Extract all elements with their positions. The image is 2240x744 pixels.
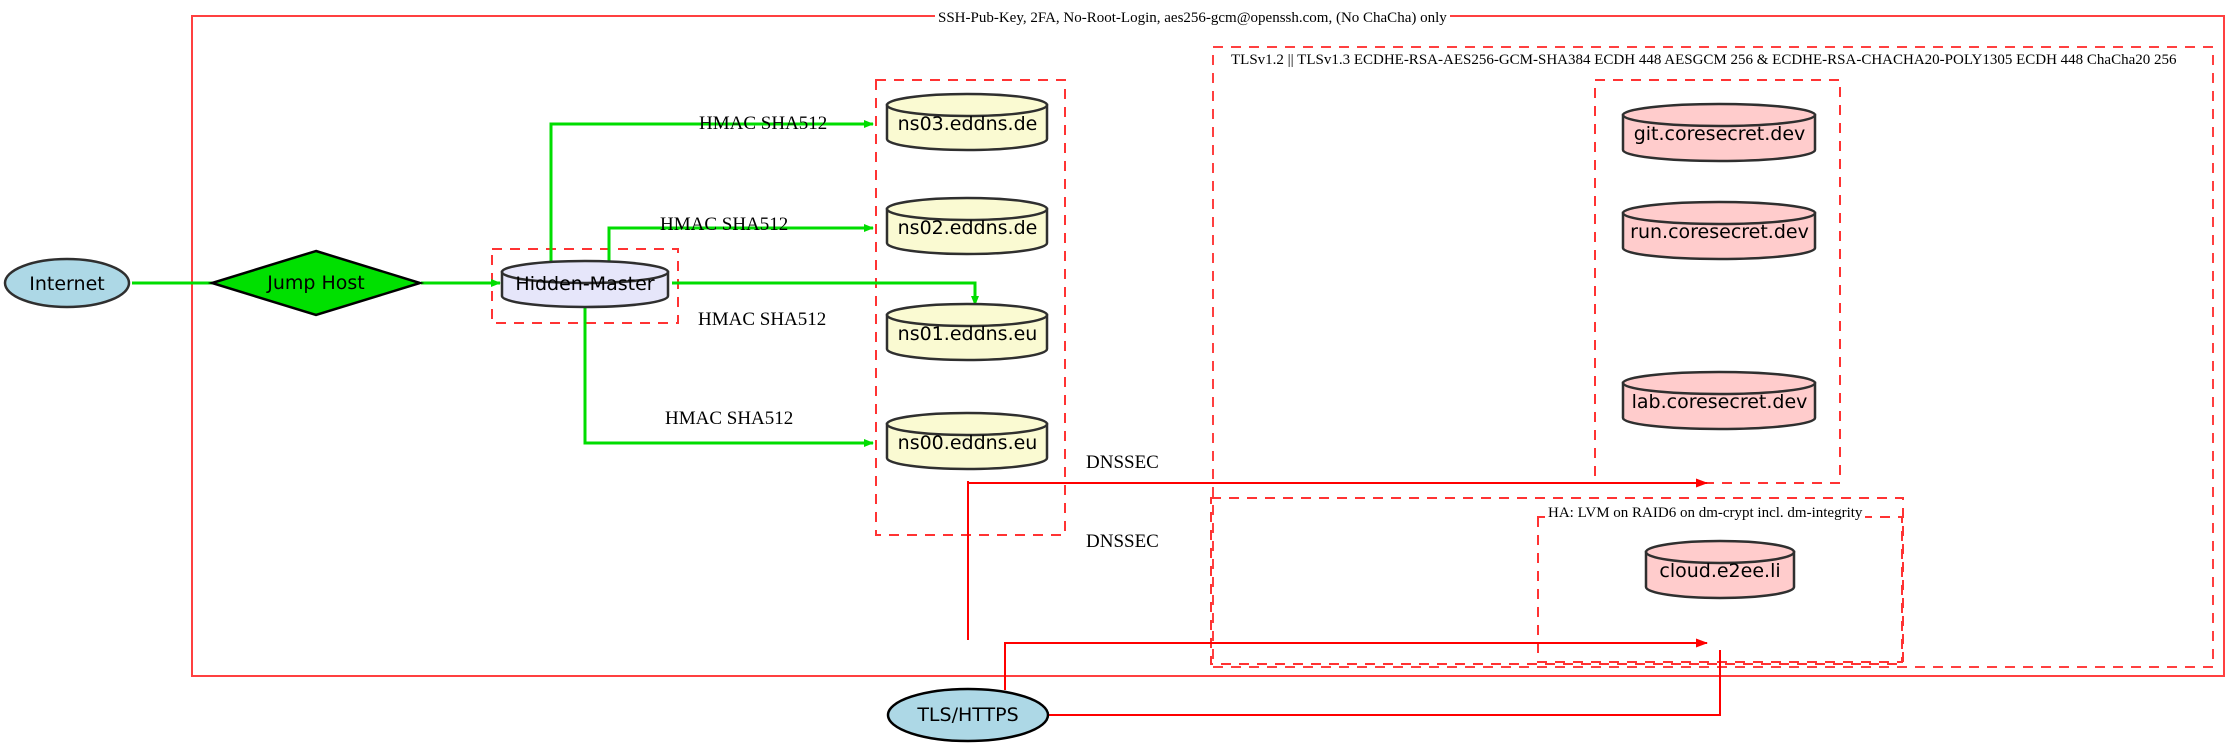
cluster-tls-label: TLSv1.2 || TLSv1.3 ECDHE-RSA-AES256-GCM-… (1228, 52, 2180, 69)
node-jumphost-shape[interactable] (207, 249, 425, 317)
node-tlshttps-shape[interactable] (886, 687, 1050, 743)
cluster-ha-border (1210, 497, 1904, 665)
node-ns02-shape[interactable] (885, 196, 1049, 256)
cluster-hidden-master-border (491, 248, 679, 324)
edge-label-dnssec-1: DNSSEC (1086, 452, 1159, 473)
edge-tlshttps-right (1048, 650, 1721, 716)
edge-hiddenmaster-ns00 (583, 303, 874, 447)
node-internet-shape[interactable] (3, 257, 131, 309)
edge-hiddenmaster-ns01 (672, 281, 979, 306)
edge-label-dnssec-2: DNSSEC (1086, 531, 1159, 552)
node-run-shape[interactable] (1621, 200, 1817, 261)
cluster-ha-label: HA: LVM on RAID6 on dm-crypt incl. dm-in… (1545, 505, 1866, 522)
cluster-ssh-border (191, 15, 2225, 677)
node-ns03-shape[interactable] (885, 92, 1049, 152)
edge-hiddenmaster-ns03 (549, 120, 874, 265)
edge-dnssec-1 (967, 478, 1708, 640)
node-ns01-shape[interactable] (885, 302, 1049, 362)
edge-dnssec-2 (1004, 638, 1708, 690)
node-ns00-shape[interactable] (885, 411, 1049, 471)
node-lab-shape[interactable] (1621, 370, 1817, 431)
cluster-nameservers-border (875, 79, 1066, 536)
edge-label-hmac-ns00: HMAC SHA512 (665, 408, 794, 429)
node-hidden-master-shape[interactable] (500, 259, 670, 309)
edge-hiddenmaster-ns02 (607, 224, 874, 265)
node-cloud-shape[interactable] (1644, 539, 1796, 600)
edge-label-hmac-ns02: HMAC SHA512 (660, 214, 789, 235)
node-git-shape[interactable] (1621, 102, 1817, 163)
edge-label-hmac-ns01: HMAC SHA512 (698, 309, 827, 330)
cluster-ssh-label: SSH-Pub-Key, 2FA, No-Root-Login, aes256-… (935, 10, 1450, 27)
edge-label-hmac-ns03: HMAC SHA512 (699, 113, 828, 134)
